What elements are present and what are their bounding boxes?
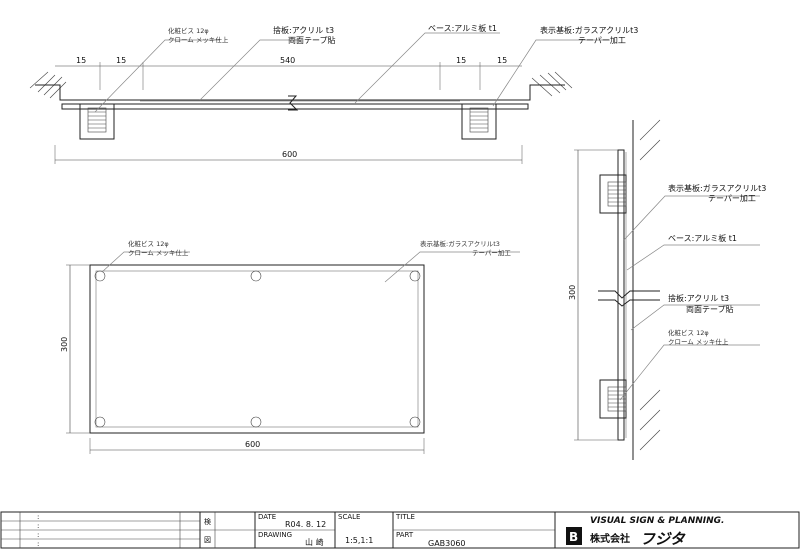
front-face-label-1: 表示基板:ガラスアクリルt3 bbox=[420, 239, 500, 248]
front-outer bbox=[89, 264, 425, 434]
dim-600: 600 bbox=[282, 150, 297, 159]
part-value: GAB3060 bbox=[428, 539, 466, 548]
dim-15-c: 15 bbox=[456, 56, 466, 65]
standoff-left bbox=[79, 103, 115, 140]
sute-label-2: 両面テープ貼 bbox=[288, 35, 336, 45]
side-screw-label-2: クローム メッキ仕上 bbox=[668, 337, 729, 346]
side-break bbox=[598, 290, 660, 299]
screw-hole-icon bbox=[94, 270, 106, 282]
front-face-label-2: テーパー加工 bbox=[472, 248, 511, 257]
top-view: 15 15 540 15 15 600 化粧ビス 12φ クローム メッキ仕上 … bbox=[29, 23, 638, 164]
base-label: ベース:アルミ板 t1 bbox=[428, 23, 497, 33]
company-en: VISUAL SIGN & PLANNING. bbox=[590, 516, 724, 526]
side-view: 300 表示基板:ガラスアクリルt3 テーパー加工 ベース:アルミ板 t1 捨板… bbox=[568, 119, 766, 460]
side-face-plate bbox=[617, 149, 625, 441]
scale-label: SCALE bbox=[338, 513, 360, 521]
dim-15-a: 15 bbox=[76, 56, 86, 65]
dim-15-b: 15 bbox=[116, 56, 126, 65]
dim-15-d: 15 bbox=[497, 56, 507, 65]
title-block: : : : : 検 図 DATE R04. 8. 12 DRAWING 山 崎 … bbox=[0, 511, 800, 549]
drawing-value: 山 崎 bbox=[305, 537, 324, 547]
rev-mark-1: : bbox=[37, 513, 39, 521]
side-standoff-bottom bbox=[599, 379, 627, 419]
screw-holes bbox=[94, 270, 421, 428]
screw-hole-icon bbox=[409, 270, 421, 282]
rev-mark-4: : bbox=[37, 540, 39, 548]
drawing-label: DRAWING bbox=[258, 531, 292, 539]
face-label-2: テーパー加工 bbox=[578, 35, 626, 45]
sute-label-1: 捨板:アクリル t3 bbox=[273, 25, 334, 35]
side-face-label-2: テーパー加工 bbox=[708, 193, 756, 203]
side-face-label-1: 表示基板:ガラスアクリルt3 bbox=[668, 183, 766, 193]
front-dim-300: 300 bbox=[60, 337, 69, 352]
screw-hole-icon bbox=[409, 416, 421, 428]
screw-hole-icon bbox=[94, 416, 106, 428]
company-logo-icon: B bbox=[566, 527, 582, 545]
side-sute-label-1: 捨板:アクリル t3 bbox=[668, 293, 729, 303]
front-screw-label-1: 化粧ビス 12φ bbox=[128, 239, 169, 248]
face-plate bbox=[61, 103, 529, 110]
company-jp: 株式会社 bbox=[590, 532, 630, 545]
break-mark bbox=[288, 95, 299, 111]
part-label: PART bbox=[396, 531, 414, 539]
screw-hole-icon bbox=[250, 270, 262, 282]
date-value: R04. 8. 12 bbox=[285, 520, 326, 529]
side-standoff-top bbox=[599, 174, 627, 214]
check-label: 検 bbox=[204, 517, 211, 526]
screw-hole-icon bbox=[250, 416, 262, 428]
company-name: フジタ bbox=[640, 530, 686, 548]
leaders-top bbox=[94, 32, 610, 113]
title-label: TITLE bbox=[395, 513, 415, 521]
dim-ext-top bbox=[99, 62, 481, 90]
front-view: 化粧ビス 12φ クローム メッキ仕上 表示基板:ガラスアクリルt3 テーパー加… bbox=[60, 239, 520, 454]
wall-hatch-left bbox=[29, 71, 67, 99]
drawn-label: 図 bbox=[204, 536, 211, 544]
side-dim-300: 300 bbox=[568, 285, 577, 300]
screw-label-2: クローム メッキ仕上 bbox=[168, 35, 229, 44]
side-wall-hatch bbox=[639, 119, 661, 451]
scale-value: 1:5,1:1 bbox=[345, 536, 373, 545]
front-inner bbox=[95, 270, 419, 428]
face-label-1: 表示基板:ガラスアクリルt3 bbox=[540, 25, 638, 35]
rev-mark-3: : bbox=[37, 531, 39, 539]
date-label: DATE bbox=[258, 513, 276, 521]
screw-label-1: 化粧ビス 12φ bbox=[168, 26, 209, 35]
side-sute-label-2: 両面テープ貼 bbox=[686, 304, 734, 314]
front-screw-label-2: クローム メッキ仕上 bbox=[128, 248, 189, 257]
rev-mark-2: : bbox=[37, 522, 39, 530]
wall-line bbox=[35, 84, 565, 101]
dim-540: 540 bbox=[280, 56, 295, 65]
standoff-right bbox=[461, 103, 497, 140]
side-screw-label-1: 化粧ビス 12φ bbox=[668, 328, 709, 337]
side-base-label: ベース:アルミ板 t1 bbox=[668, 233, 737, 243]
svg-text:B: B bbox=[569, 530, 578, 544]
front-dim-600: 600 bbox=[245, 440, 260, 449]
wall-hatch-right bbox=[531, 71, 573, 97]
